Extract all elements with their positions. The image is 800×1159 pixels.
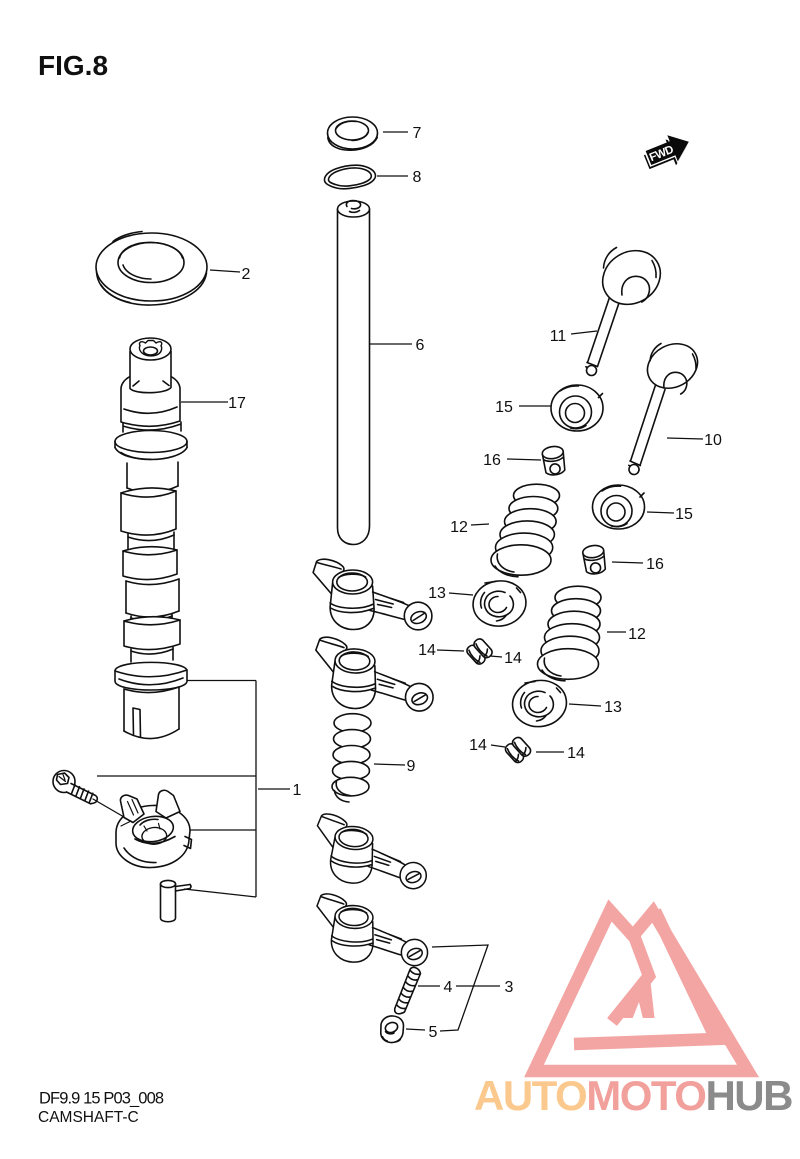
svg-text:14: 14 — [418, 642, 436, 659]
svg-text:7: 7 — [413, 125, 422, 142]
svg-text:16: 16 — [646, 556, 664, 573]
svg-text:13: 13 — [604, 699, 622, 716]
svg-text:FIG.8: FIG.8 — [38, 50, 108, 81]
svg-text:14: 14 — [469, 737, 487, 754]
svg-text:CAMSHAFT-C: CAMSHAFT-C — [38, 1109, 139, 1126]
svg-text:2: 2 — [242, 266, 251, 283]
svg-text:11: 11 — [550, 328, 567, 345]
svg-text:13: 13 — [428, 585, 446, 602]
svg-text:DF9.9 15 P03_008: DF9.9 15 P03_008 — [39, 1090, 164, 1108]
svg-text:9: 9 — [407, 758, 416, 775]
svg-text:10: 10 — [704, 432, 722, 449]
svg-text:8: 8 — [413, 169, 422, 186]
svg-text:1: 1 — [293, 782, 302, 799]
svg-text:AUTOMOTOHUB: AUTOMOTOHUB — [474, 1072, 792, 1119]
svg-text:12: 12 — [628, 626, 646, 643]
svg-text:14: 14 — [504, 650, 522, 667]
svg-text:4: 4 — [444, 979, 453, 996]
svg-text:6: 6 — [416, 337, 425, 354]
svg-text:5: 5 — [429, 1024, 438, 1041]
svg-text:14: 14 — [567, 745, 585, 762]
svg-text:17: 17 — [228, 395, 246, 412]
svg-text:3: 3 — [505, 979, 514, 996]
svg-text:16: 16 — [483, 452, 501, 469]
svg-text:15: 15 — [495, 399, 513, 416]
svg-text:12: 12 — [450, 519, 468, 536]
svg-text:15: 15 — [675, 506, 693, 523]
